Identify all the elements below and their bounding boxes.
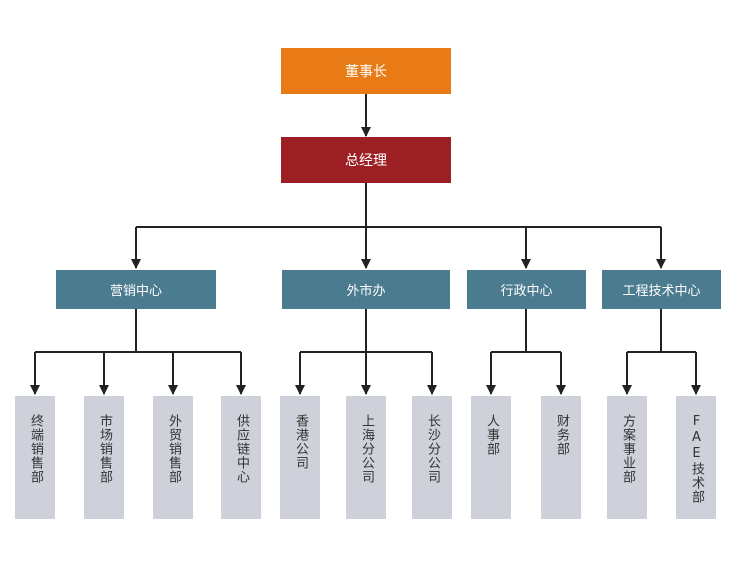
dept-marketing-center: 营销中心 xyxy=(56,270,216,309)
dept-administration-center: 行政中心 xyxy=(467,270,586,309)
dept-label: 营销中心 xyxy=(109,284,162,299)
dept-label: 行政中心 xyxy=(500,284,553,299)
unit-hr-department: 人事部 xyxy=(471,396,511,519)
unit-label: 长沙分公司 xyxy=(425,414,440,484)
unit-supply-chain-center: 供应链中心 xyxy=(221,396,261,519)
unit-label: 香港公司 xyxy=(293,414,308,470)
unit-fae-technical-department: FAE技术部 xyxy=(676,396,716,519)
chairman-node: 董事长 xyxy=(281,48,451,94)
unit-shanghai-branch: 上海分公司 xyxy=(346,396,386,519)
dept-label: 外市办 xyxy=(346,284,386,299)
unit-label: 人事部 xyxy=(484,414,499,456)
unit-label: FAE技术部 xyxy=(689,414,704,504)
dept-engineering-center: 工程技术中心 xyxy=(602,270,721,309)
unit-finance-department: 财务部 xyxy=(541,396,581,519)
unit-hongkong-company: 香港公司 xyxy=(280,396,320,519)
unit-label: 市场销售部 xyxy=(97,414,112,484)
general-manager-label: 总经理 xyxy=(345,153,387,169)
unit-label: 终端销售部 xyxy=(28,414,43,484)
unit-label: 方案事业部 xyxy=(620,414,635,484)
dept-external-office: 外市办 xyxy=(282,270,450,309)
chairman-label: 董事长 xyxy=(345,64,387,80)
unit-market-sales: 市场销售部 xyxy=(84,396,124,519)
general-manager-node: 总经理 xyxy=(281,137,451,183)
unit-label: 供应链中心 xyxy=(234,414,249,484)
unit-label: 财务部 xyxy=(554,414,569,456)
unit-terminal-sales: 终端销售部 xyxy=(15,396,55,519)
dept-label: 工程技术中心 xyxy=(622,284,701,299)
unit-foreign-trade-sales: 外贸销售部 xyxy=(153,396,193,519)
unit-changsha-branch: 长沙分公司 xyxy=(412,396,452,519)
unit-label: 上海分公司 xyxy=(359,414,374,484)
unit-solutions-division: 方案事业部 xyxy=(607,396,647,519)
unit-label: 外贸销售部 xyxy=(166,414,181,484)
